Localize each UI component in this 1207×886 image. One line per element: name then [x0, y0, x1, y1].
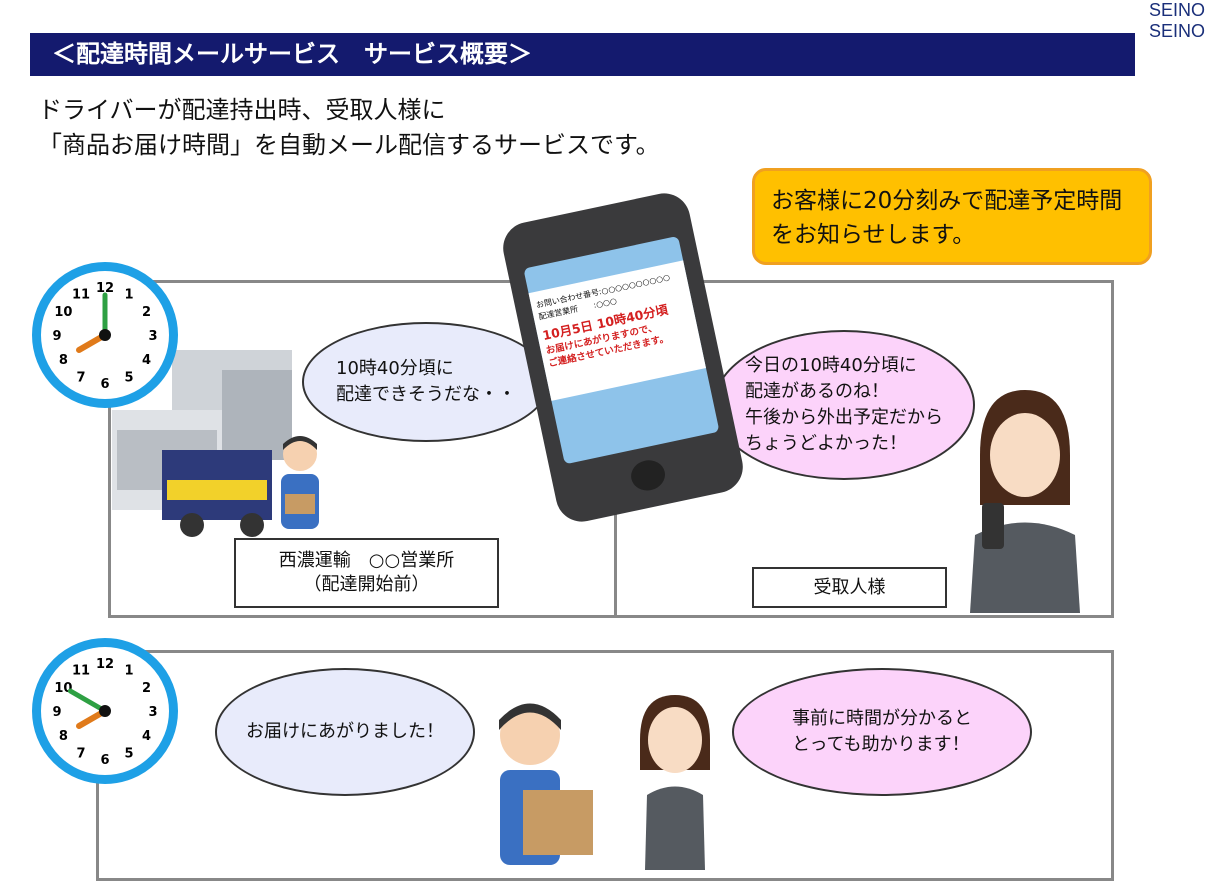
bubble-text: 配達できそうだな・・ — [336, 384, 516, 405]
clock-number: 9 — [52, 329, 61, 344]
clock-number: 1 — [124, 663, 133, 678]
clock-number: 4 — [142, 353, 151, 368]
clock-number: 10 — [54, 305, 72, 320]
receiver-label: 受取人様 — [752, 567, 947, 608]
callout-notice: お客様に20分刻みで配達予定時間をお知らせします。 — [752, 168, 1152, 265]
clock-center — [99, 705, 111, 717]
minute-hand — [67, 688, 108, 714]
clock-number: 6 — [100, 753, 109, 768]
clock-number: 11 — [72, 663, 90, 678]
clock-number: 12 — [96, 281, 114, 296]
driver-illustration — [281, 436, 319, 529]
clock-number: 5 — [124, 747, 133, 762]
driver-with-package-illustration — [499, 703, 593, 865]
customer-speech-bubble: 今日の10時40分頃に配達があるのね！午後から外出予定だからちょうどよかった！ — [713, 330, 975, 480]
clock-number: 3 — [148, 705, 157, 720]
clock-number: 5 — [124, 371, 133, 386]
driver-speech-bubble: 10時40分頃に配達できそうだな・・ — [302, 322, 550, 442]
clock-number: 9 — [52, 705, 61, 720]
clock-number: 11 — [72, 287, 90, 302]
lead-line-1: ドライバーが配達持出時、受取人様に — [38, 96, 446, 124]
clock-number: 1 — [124, 287, 133, 302]
clock-number: 4 — [142, 729, 151, 744]
clock-number: 7 — [76, 747, 85, 762]
sender-label: 西濃運輸 ○○営業所（配達開始前） — [234, 538, 499, 608]
customer-woman-illustration — [970, 390, 1080, 613]
clock-number: 2 — [142, 681, 151, 696]
page-title: ＜配達時間メールサービス サービス概要＞ — [30, 33, 1135, 76]
clock-number: 3 — [148, 329, 157, 344]
clock-number: 10 — [54, 681, 72, 696]
driver-delivered-bubble: お届けにあがりました！ — [215, 668, 475, 796]
clock-number: 12 — [96, 657, 114, 672]
customer-woman-illustration — [640, 695, 710, 870]
lead-line-2: 「商品お届け時間」を自動メール配信するサービスです。 — [38, 131, 660, 159]
bubble-text: 10時40分頃に — [336, 358, 454, 379]
truck-depot-illustration — [112, 350, 292, 537]
clock-number: 6 — [100, 377, 109, 392]
customer-thanks-bubble: 事前に時間が分かるととっても助かります！ — [732, 668, 1032, 796]
clock-number: 8 — [59, 353, 68, 368]
clock-number: 8 — [59, 729, 68, 744]
clock-number: 7 — [76, 371, 85, 386]
clock-number: 2 — [142, 305, 151, 320]
clock-center — [99, 329, 111, 341]
